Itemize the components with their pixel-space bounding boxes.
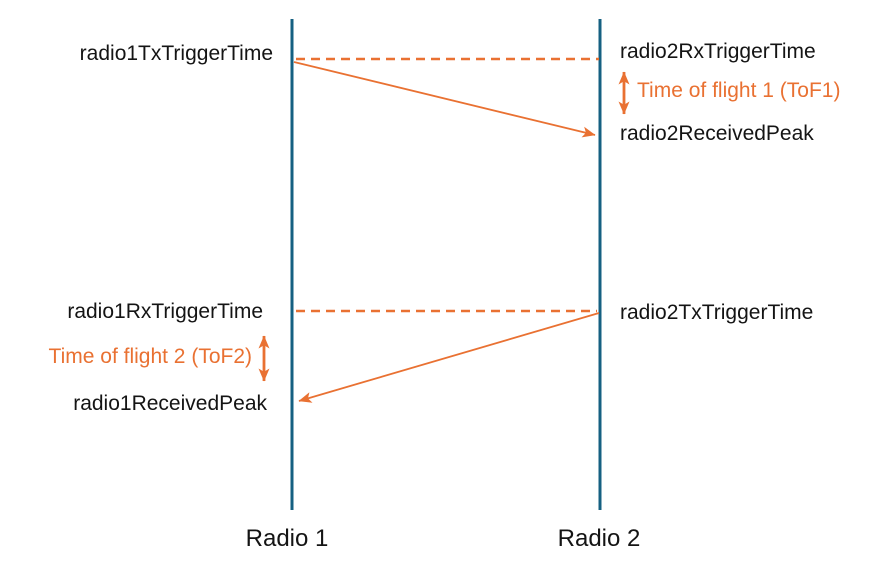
event-label-radio1-rx-trigger-time: radio1RxTriggerTime	[67, 300, 263, 323]
lifeline-caption-radio1: Radio 1	[245, 525, 329, 552]
event-label-radio2-tx-trigger-time: radio2TxTriggerTime	[620, 301, 814, 324]
event-label-radio2-received-peak: radio2ReceivedPeak	[620, 122, 814, 145]
event-label-radio2-rx-trigger-time: radio2RxTriggerTime	[620, 40, 816, 63]
lifeline-caption-radio2: Radio 2	[557, 525, 641, 552]
annotation-time-of-flight-1: Time of flight 1 (ToF1)	[637, 79, 841, 102]
annotation-time-of-flight-2: Time of flight 2 (ToF2)	[48, 345, 252, 368]
event-label-radio1-tx-trigger-time: radio1TxTriggerTime	[79, 42, 273, 65]
message-arrow-1	[293, 61, 596, 138]
event-label-radio1-received-peak: radio1ReceivedPeak	[73, 392, 267, 415]
message-arrow-2	[298, 312, 600, 403]
